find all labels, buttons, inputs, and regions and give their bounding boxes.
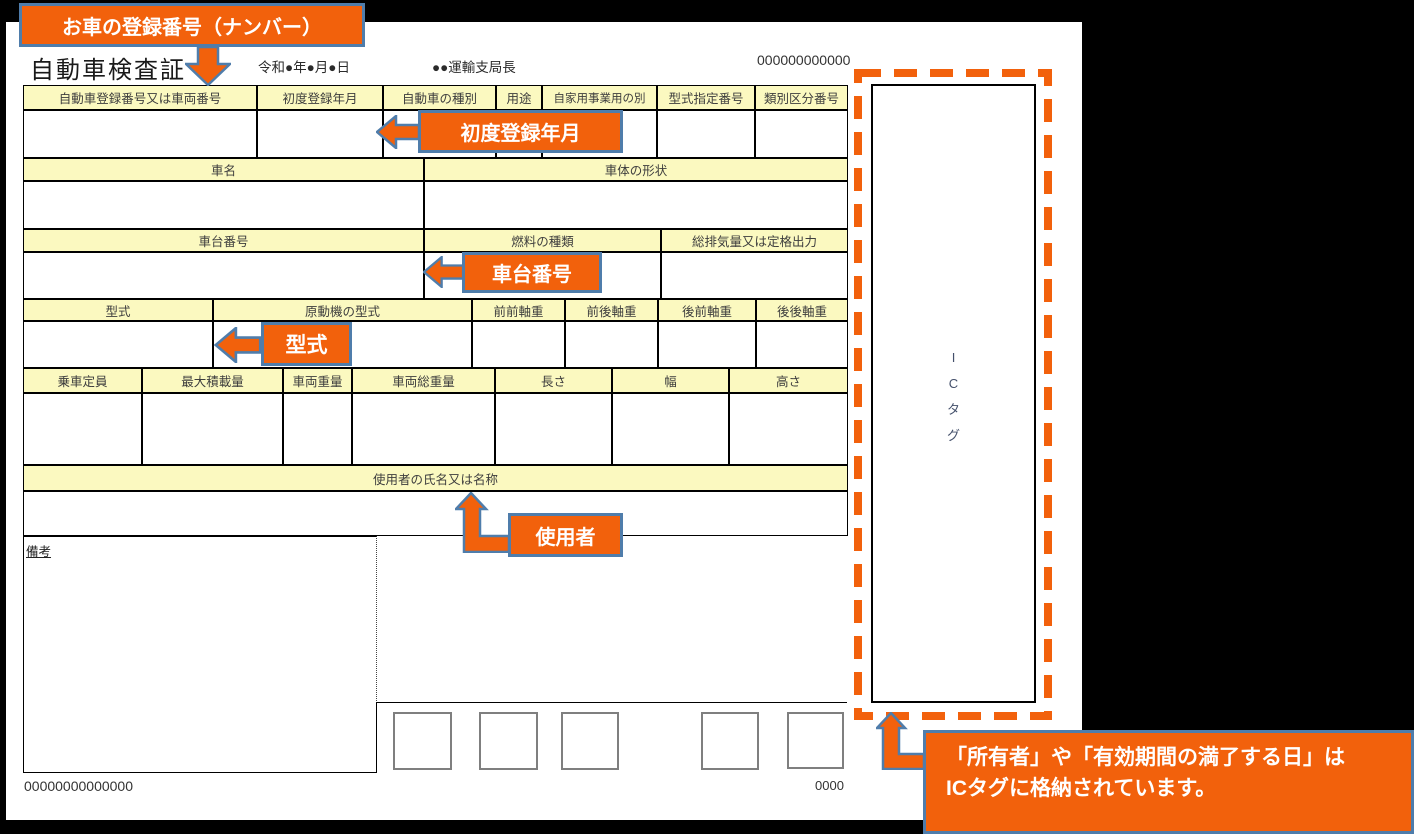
stamp-box-1 [393, 712, 452, 770]
col-header-gross-weight: 車両総重量 [352, 368, 495, 393]
col-header-front-rear-axle: 前後軸重 [565, 299, 658, 321]
ic-tag-label: I C タ グ [871, 345, 1036, 449]
ic-tag-char-2: C [948, 376, 959, 391]
callout-chassis-number: 車台番号 [462, 252, 602, 293]
ic-tag-char-1: I [951, 350, 956, 365]
ic-tag-char-3: タ [946, 402, 960, 417]
cell-rear-front-axle [658, 321, 756, 368]
serial-number-top: 000000000000 [757, 52, 851, 68]
col-header-max-load: 最大積載量 [142, 368, 283, 393]
bent-up-arrow-icon [876, 712, 924, 770]
issuer-name: ●●運輸支局長 [432, 60, 516, 75]
col-header-first-registration: 初度登録年月 [257, 85, 383, 110]
cell-height [729, 393, 848, 465]
stamp-box-3 [561, 712, 619, 770]
col-header-body-shape: 車体の形状 [424, 158, 848, 181]
callout-ic-note: 「所有者」や「有効期間の満了する日」は ICタグに格納されています。 [923, 730, 1414, 834]
remarks-label: 備考 [26, 545, 52, 559]
stamp-box-2 [479, 712, 538, 770]
cell-displacement [661, 252, 848, 299]
cell-max-load [142, 393, 283, 465]
cell-model [23, 321, 213, 368]
bent-up-arrow-icon [455, 492, 509, 553]
stamp-box-5 [787, 712, 844, 769]
col-header-classification-number: 類別区分番号 [755, 85, 848, 110]
col-header-rear-front-axle: 後前軸重 [658, 299, 756, 321]
cell-front-front-axle [472, 321, 565, 368]
col-header-width: 幅 [612, 368, 729, 393]
stamp-box-4 [701, 712, 759, 770]
left-arrow-icon [376, 115, 420, 149]
cell-classification-number [755, 110, 848, 158]
down-arrow-icon [185, 46, 231, 86]
cell-model-designation-number [657, 110, 755, 158]
certificate-title: 自動車検査証 [30, 57, 186, 84]
left-arrow-icon [213, 327, 262, 363]
col-header-seating-capacity: 乗車定員 [23, 368, 142, 393]
stamp-area-line [377, 702, 847, 703]
col-header-length: 長さ [495, 368, 612, 393]
col-header-front-front-axle: 前前軸重 [472, 299, 565, 321]
col-header-height: 高さ [729, 368, 848, 393]
col-header-chassis-number: 車台番号 [23, 229, 424, 252]
cell-user-name [23, 491, 848, 536]
col-header-engine-model: 原動機の型式 [213, 299, 472, 321]
issue-date: 令和●年●月●日 [258, 60, 350, 75]
cell-rear-rear-axle [756, 321, 848, 368]
col-header-model-designation-number: 型式指定番号 [657, 85, 755, 110]
cell-length [495, 393, 612, 465]
callout-registration-number: お車の登録番号（ナンバー） [19, 3, 365, 47]
col-header-displacement: 総排気量又は定格出力 [661, 229, 848, 252]
cell-front-rear-axle [565, 321, 658, 368]
left-arrow-icon [423, 256, 464, 288]
col-header-registration-number: 自動車登録番号又は車両番号 [23, 85, 257, 110]
ic-tag-area [871, 84, 1036, 703]
callout-first-registration: 初度登録年月 [418, 110, 623, 153]
cell-body-shape [424, 181, 848, 229]
cell-seating-capacity [23, 393, 142, 465]
col-header-user-name: 使用者の氏名又は名称 [23, 465, 848, 491]
cell-registration-number [23, 110, 257, 158]
col-header-private-business: 自家用事業用の別 [542, 85, 657, 110]
cell-car-name [23, 181, 424, 229]
cell-first-registration [257, 110, 383, 158]
cell-width [612, 393, 729, 465]
col-header-vehicle-weight: 車両重量 [283, 368, 352, 393]
remarks-right-border-segment [376, 702, 377, 773]
callout-user: 使用者 [508, 513, 623, 557]
col-header-model: 型式 [23, 299, 213, 321]
col-header-fuel-type: 燃料の種類 [424, 229, 661, 252]
cell-gross-weight [352, 393, 495, 465]
col-header-car-name: 車名 [23, 158, 424, 181]
callout-model: 型式 [261, 322, 352, 366]
ic-note-line1: 「所有者」や「有効期間の満了する日」は [946, 746, 1345, 769]
remarks-box [23, 536, 377, 773]
serial-number-bottom-right: 0000 [815, 778, 844, 793]
ic-tag-dashed-frame [854, 69, 1052, 720]
col-header-rear-rear-axle: 後後軸重 [756, 299, 848, 321]
cell-chassis-number [23, 252, 424, 299]
ic-tag-char-4: グ [946, 428, 960, 443]
col-header-vehicle-type: 自動車の種別 [383, 85, 496, 110]
serial-number-bottom-left: 00000000000000 [24, 778, 134, 794]
cell-vehicle-weight [283, 393, 352, 465]
col-header-use: 用途 [496, 85, 542, 110]
ic-note-line2: ICタグに格納されています。 [946, 777, 1217, 800]
